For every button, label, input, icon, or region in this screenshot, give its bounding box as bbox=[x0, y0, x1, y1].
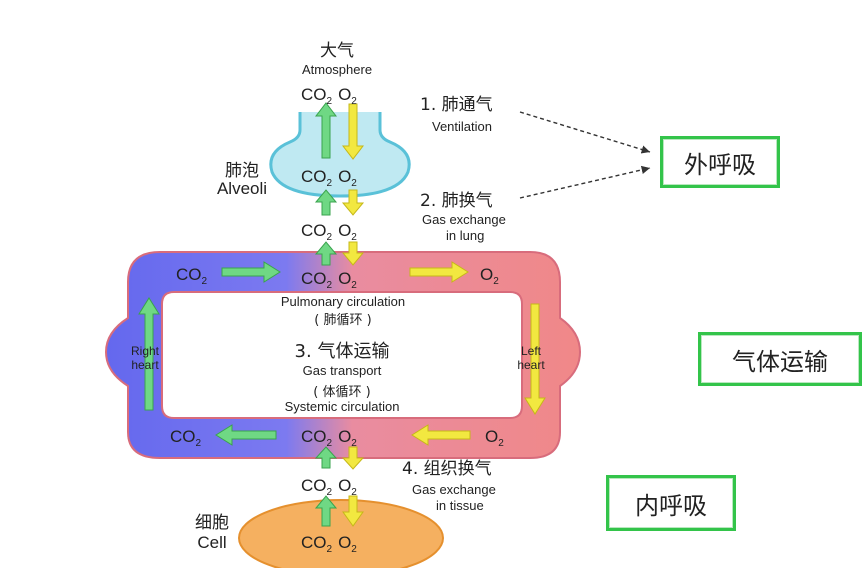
atmosphere-en-label: Atmosphere bbox=[302, 62, 372, 77]
co2-up-arrows bbox=[314, 102, 338, 527]
systemic-circulation-zh: ( 体循环 ) bbox=[313, 385, 370, 400]
loop-arrows bbox=[138, 261, 546, 446]
step-ventilation-en: Ventilation bbox=[432, 119, 492, 134]
step-lung-exchange-en2: in lung bbox=[446, 228, 484, 243]
circulation-loop bbox=[104, 251, 582, 459]
step-transport-zh: 3. 气体运输 bbox=[295, 341, 390, 362]
step-tissue-exchange-zh: 4. 组织换气 bbox=[402, 459, 492, 479]
alveoli-zh-label: 肺泡 bbox=[225, 161, 259, 181]
left-heart-label-1: Left bbox=[521, 344, 542, 358]
loop-co2-bottom-label: CO2 bbox=[170, 427, 202, 449]
external-respiration-box: 外呼吸 bbox=[660, 136, 780, 188]
loop-o2-bottom-label: O2 bbox=[485, 427, 504, 449]
step-tissue-exchange-en2: in tissue bbox=[436, 498, 484, 513]
right-heart-label-2: heart bbox=[131, 358, 159, 372]
step-ventilation-zh: 1. 肺通气 bbox=[420, 95, 493, 115]
step-tissue-exchange-en1: Gas exchange bbox=[412, 482, 496, 497]
step-transport-en: Gas transport bbox=[303, 363, 382, 378]
cell-shape bbox=[238, 499, 444, 568]
left-heart-label-2: heart bbox=[517, 358, 545, 372]
pulmonary-circulation-en: Pulmonary circulation bbox=[281, 294, 405, 309]
cell-zh-label: 细胞 bbox=[195, 513, 229, 533]
step-lung-exchange-en1: Gas exchange bbox=[422, 212, 506, 227]
dashed-pointers bbox=[519, 111, 651, 199]
cell-en-label: Cell bbox=[197, 533, 226, 552]
atmosphere-zh-label: 大气 bbox=[320, 41, 354, 61]
systemic-circulation-en: Systemic circulation bbox=[285, 399, 400, 414]
right-heart-label-1: Right bbox=[131, 344, 160, 358]
internal-respiration-box: 内呼吸 bbox=[606, 475, 736, 531]
gas-transport-box: 气体运输 bbox=[698, 332, 862, 386]
alveoli-en-label: Alveoli bbox=[217, 179, 267, 198]
step-lung-exchange-zh: 2. 肺换气 bbox=[420, 191, 493, 211]
loop-co2-top-label: CO2 bbox=[176, 265, 208, 287]
alveoli-shape bbox=[269, 112, 411, 198]
o2-down-arrows bbox=[341, 103, 365, 527]
loop-o2-top-label: O2 bbox=[480, 265, 499, 287]
pulmonary-circulation-zh: ( 肺循环 ) bbox=[314, 313, 371, 328]
